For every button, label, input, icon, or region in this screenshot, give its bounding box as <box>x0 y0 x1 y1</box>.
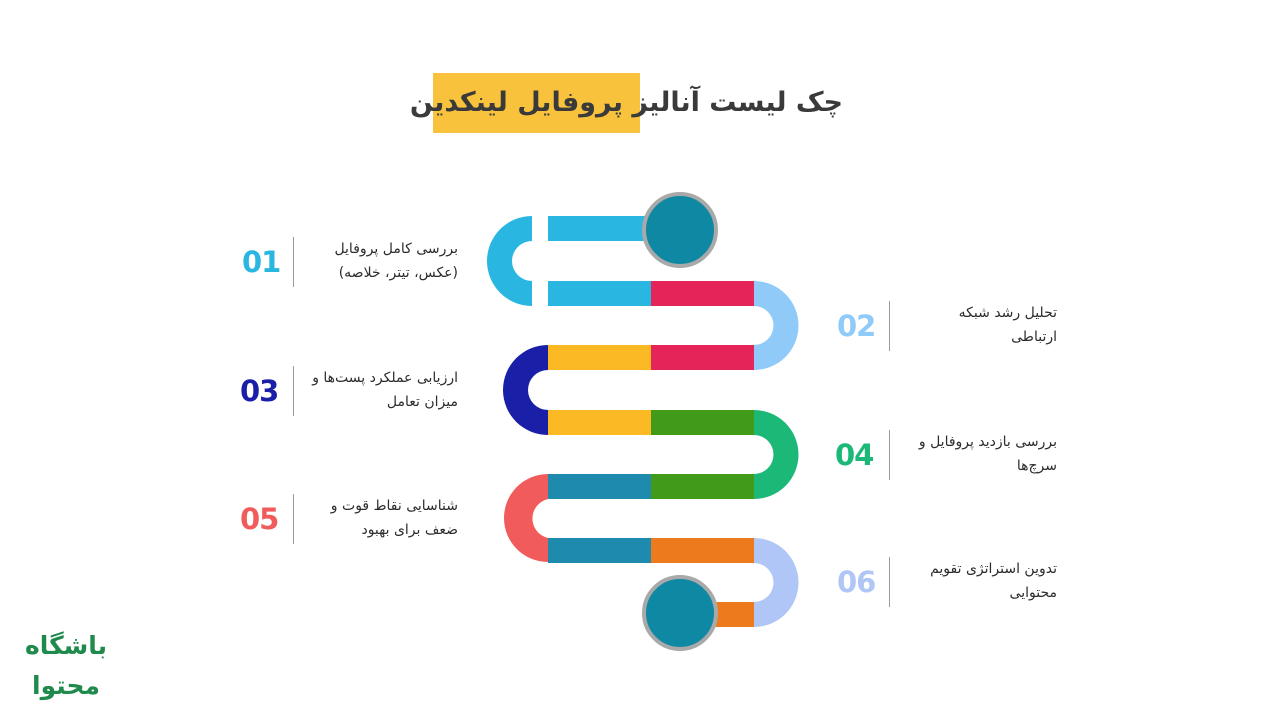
step-number: 06 <box>837 565 876 599</box>
path-segment-row6a <box>548 538 651 563</box>
step-divider <box>293 237 294 287</box>
step-description: ارزیابی عملکرد پست‌ها و میزان تعامل <box>312 366 458 414</box>
path-arc-right-1 <box>754 281 799 370</box>
step-description: بررسی بازدید پروفایل و سرچ‌ها <box>919 430 1057 478</box>
step-number: 04 <box>835 438 874 472</box>
title-plain: چک لیست آنالیز <box>632 87 843 118</box>
path-arc-left-2 <box>503 345 548 435</box>
path-arc-right-3 <box>754 538 799 627</box>
path-segment-row4b <box>651 410 754 435</box>
step-line2: ضعف برای بهبود <box>361 522 458 538</box>
step-description: بررسی کامل پروفایل (عکس، تیتر، خلاصه) <box>334 237 458 285</box>
path-segment-row5a <box>548 474 651 499</box>
path-arc-left-3 <box>504 474 548 562</box>
step-line1: تدوین استراتژی تقویم <box>930 561 1057 577</box>
path-arc-right-2 <box>754 410 799 499</box>
step-01: 01 بررسی کامل پروفایل (عکس، تیتر، خلاصه) <box>240 237 470 289</box>
step-04: 04 بررسی بازدید پروفایل و سرچ‌ها <box>835 430 1065 482</box>
step-divider <box>293 494 294 544</box>
step-line2: ارتباطی <box>1011 329 1057 345</box>
step-02: 02 تحلیل رشد شبکه ارتباطی <box>835 301 1065 353</box>
step-divider <box>889 430 890 480</box>
end-node-icon <box>642 575 718 651</box>
step-line1: شناسایی نقاط قوت و <box>330 498 458 514</box>
logo-line2: محتوا <box>32 671 100 700</box>
step-line1: ارزیابی عملکرد پست‌ها و <box>312 370 458 386</box>
step-06: 06 تدوین استراتژی تقویم محتوایی <box>835 557 1065 609</box>
step-line1: تحلیل رشد شبکه <box>958 305 1057 321</box>
step-divider <box>889 301 890 351</box>
step-line2: (عکس، تیتر، خلاصه) <box>338 265 458 281</box>
step-number: 01 <box>242 245 281 279</box>
page-title: چک لیست آنالیز پروفایل لینکدین <box>410 81 843 125</box>
step-description: شناسایی نقاط قوت و ضعف برای بهبود <box>331 494 458 542</box>
path-segment-row2a <box>548 281 651 306</box>
path-segment-row2b <box>651 281 754 306</box>
step-description: تدوین استراتژی تقویم محتوایی <box>930 557 1057 605</box>
brand-logo: باشگاه محتوا <box>14 626 118 706</box>
step-03: 03 ارزیابی عملکرد پست‌ها و میزان تعامل <box>240 366 470 418</box>
step-line2: محتوایی <box>1009 585 1057 601</box>
path-segment-row6b <box>651 538 754 563</box>
step-number: 02 <box>837 309 876 343</box>
step-line2: میزان تعامل <box>386 394 458 410</box>
step-05: 05 شناسایی نقاط قوت و ضعف برای بهبود <box>240 494 470 546</box>
step-divider <box>889 557 890 607</box>
path-segment-row3b <box>651 345 754 370</box>
title-block: چک لیست آنالیز پروفایل لینکدین <box>410 73 843 133</box>
logo-line1: باشگاه <box>24 631 108 660</box>
title-highlight <box>433 73 640 133</box>
step-number: 05 <box>240 502 279 536</box>
path-arc-left-1 <box>487 216 532 306</box>
start-node-icon <box>642 192 718 268</box>
step-divider <box>293 366 294 416</box>
path-segment-row3a <box>548 345 651 370</box>
path-segment-row5b <box>651 474 754 499</box>
path-segment-row1 <box>548 216 648 241</box>
step-line1: بررسی کامل پروفایل <box>334 241 458 257</box>
step-number: 03 <box>240 374 279 408</box>
step-description: تحلیل رشد شبکه ارتباطی <box>959 301 1057 349</box>
title-highlighted: پروفایل لینکدین <box>409 87 623 118</box>
path-segment-row4a <box>548 410 651 435</box>
step-line2: سرچ‌ها <box>1016 458 1057 474</box>
step-line1: بررسی بازدید پروفایل و <box>918 434 1057 450</box>
